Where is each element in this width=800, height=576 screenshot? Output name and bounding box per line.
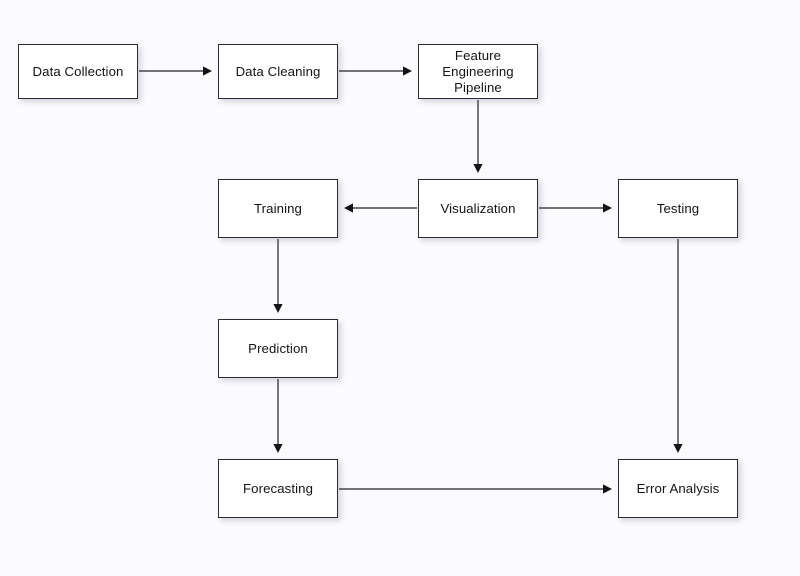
node-prediction[interactable]: Prediction: [218, 319, 338, 378]
node-label: Data Collection: [32, 63, 124, 79]
node-label: Visualization: [440, 200, 516, 216]
node-visualization[interactable]: Visualization: [418, 179, 538, 238]
node-label: Testing: [656, 200, 700, 216]
node-data-collection[interactable]: Data Collection: [18, 44, 138, 99]
node-testing[interactable]: Testing: [618, 179, 738, 238]
node-label: Prediction: [248, 340, 308, 356]
arrowhead-icon: [603, 203, 612, 213]
node-feature-engineering-pipeline[interactable]: Feature Engineering Pipeline: [418, 44, 538, 99]
edge-forecasting-to-error-analysis: [339, 484, 612, 494]
arrowhead-icon: [203, 66, 212, 76]
edge-training-to-prediction: [273, 239, 283, 313]
edge-feature-engineering-pipeline-to-visualization: [473, 100, 483, 173]
node-error-analysis[interactable]: Error Analysis: [618, 459, 738, 518]
node-training[interactable]: Training: [218, 179, 338, 238]
node-label: Feature Engineering Pipeline: [442, 47, 514, 95]
arrowhead-icon: [403, 66, 412, 76]
node-label: Error Analysis: [636, 480, 720, 496]
edge-prediction-to-forecasting: [273, 379, 283, 453]
edge-visualization-to-testing: [539, 203, 612, 213]
node-forecasting[interactable]: Forecasting: [218, 459, 338, 518]
edge-visualization-to-training: [344, 203, 417, 213]
edge-data-collection-to-data-cleaning: [139, 66, 212, 76]
node-label: Forecasting: [243, 480, 313, 496]
arrowhead-icon: [473, 164, 483, 173]
arrowhead-icon: [273, 444, 283, 453]
edge-testing-to-error-analysis: [673, 239, 683, 453]
node-label: Data Cleaning: [235, 63, 321, 79]
edge-data-cleaning-to-feature-engineering-pipeline: [339, 66, 412, 76]
arrowhead-icon: [344, 203, 353, 213]
node-data-cleaning[interactable]: Data Cleaning: [218, 44, 338, 99]
arrowhead-icon: [603, 484, 612, 494]
arrowhead-icon: [273, 304, 283, 313]
arrowhead-icon: [673, 444, 683, 453]
node-label: Training: [254, 200, 302, 216]
